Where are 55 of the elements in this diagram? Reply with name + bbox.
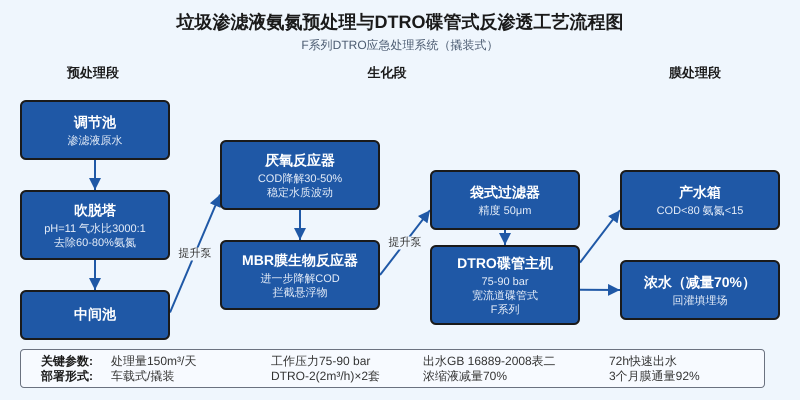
flow-arrow [294, 210, 306, 240]
node-title: 厌氧反应器 [265, 150, 335, 168]
flow-arrow [169, 194, 221, 313]
diagram-subtitle: F系列DTRO应急处理系统（撬装式） [301, 37, 499, 53]
edge-label: 提升泵 [388, 236, 422, 250]
parameter-value: 浓缩液减量70% [423, 368, 508, 384]
process-box [620, 260, 780, 320]
parameter-value: 工作压力75-90 bar [271, 354, 372, 368]
node-title: 中间池 [74, 304, 116, 322]
parameter-value: 出水GB 16889-2008表二 [423, 354, 557, 368]
node-title: 袋式过滤器 [470, 182, 540, 200]
section-heading: 生化段 [368, 64, 406, 81]
node-detail: 精度 50μm [478, 204, 532, 218]
node-detail: pH=11 气水比3000:1 [44, 222, 146, 236]
node-title: 产水箱 [679, 182, 721, 200]
process-box [430, 245, 580, 325]
section-heading: 预处理段 [67, 64, 119, 81]
process-box [220, 140, 380, 210]
process-box [20, 290, 170, 340]
process-box [20, 190, 170, 260]
diagram-title: 垃圾渗滤液氨氮预处理与DTRO碟管式反渗透工艺流程图 [176, 11, 624, 34]
node-detail: 回灌填埋场 [672, 294, 728, 308]
flow-arrow [89, 160, 101, 190]
node-detail: F系列 [490, 304, 520, 316]
node-title: 吹脱塔 [74, 200, 116, 218]
process-box [430, 170, 580, 230]
flow-arrow [580, 284, 620, 296]
parameter-value: 3个月膜通量92% [609, 368, 701, 384]
parameter-value: 72h快速出水 [609, 354, 678, 368]
flow-arrow [579, 210, 621, 264]
node-detail: 去除60-80%氨氮 [54, 236, 136, 250]
parameter-label: 部署形式: [41, 368, 94, 384]
node-detail: 拦截悬浮物 [272, 286, 328, 300]
node-detail: 75-90 bar [481, 276, 529, 288]
flow-arrow [89, 260, 101, 290]
process-box [220, 240, 380, 310]
node-title: 浓水（减量70%） [644, 272, 756, 290]
parameter-label: 关键参数: [41, 354, 94, 368]
node-title: 调节池 [74, 112, 116, 130]
node-detail: 稳定水质波动 [267, 186, 333, 200]
process-box [620, 170, 780, 230]
parameter-value: 处理量150m³/天 [111, 354, 198, 368]
node-detail: 进一步降解COD [260, 272, 340, 286]
node-detail: COD降解30-50% [258, 172, 342, 186]
edge-label: 提升泵 [178, 247, 212, 260]
section-heading: 膜处理段 [669, 64, 721, 81]
flow-arrow [499, 230, 511, 245]
node-detail: 宽流道碟管式 [472, 290, 538, 302]
node-detail: 渗滤液原水 [68, 134, 122, 148]
process-box [20, 100, 170, 160]
node-detail: COD<80 氨氮<15 [656, 204, 744, 218]
node-title: MBR膜生物反应器 [242, 250, 358, 268]
parameter-value: DTRO-2(2m³/h)×2套 [271, 368, 382, 384]
parameter-value: 车载式/撬装 [111, 368, 176, 384]
node-title: DTRO碟管主机 [457, 254, 553, 272]
